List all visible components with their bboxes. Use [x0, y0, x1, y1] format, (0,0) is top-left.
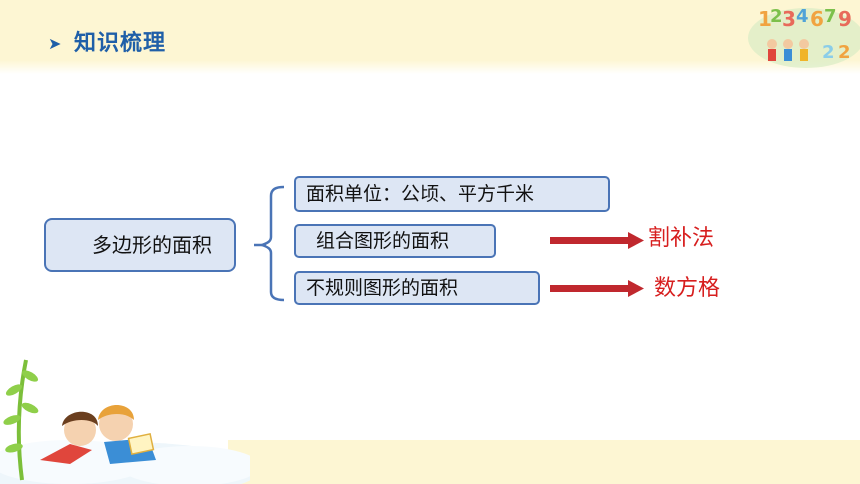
svg-text:4: 4	[796, 6, 809, 27]
header-band-fade	[0, 60, 860, 74]
branch-area-units: 面积单位：公顷、平方千米	[294, 176, 610, 212]
root-node-polygon-area: 多边形的面积	[44, 218, 236, 272]
footer-band	[228, 440, 860, 484]
section-title: 知识梳理	[74, 31, 167, 56]
numbers-kids-decoration: 1 2 3 4 6 7 9 2 2	[748, 6, 860, 68]
kids-reading-illustration	[0, 359, 250, 484]
svg-text:1: 1	[758, 7, 772, 31]
svg-text:2: 2	[822, 42, 835, 63]
svg-text:2: 2	[770, 6, 783, 27]
svg-text:7: 7	[824, 6, 837, 27]
svg-text:6: 6	[810, 7, 824, 31]
arrow-right-icon	[550, 232, 644, 249]
method-count-squares: 数方格	[654, 276, 721, 301]
svg-text:3: 3	[782, 7, 796, 31]
arrow-right-icon	[550, 280, 644, 297]
svg-text:2: 2	[838, 42, 851, 63]
method-cut-and-fill: 割补法	[648, 226, 715, 251]
branch-irregular-area: 不规则图形的面积	[294, 271, 540, 305]
branch-bracket	[254, 185, 285, 302]
svg-text:9: 9	[838, 7, 852, 31]
arrow-right-bullet-icon: ➤	[48, 34, 62, 53]
branch-composite-area: 组合图形的面积	[294, 224, 496, 258]
